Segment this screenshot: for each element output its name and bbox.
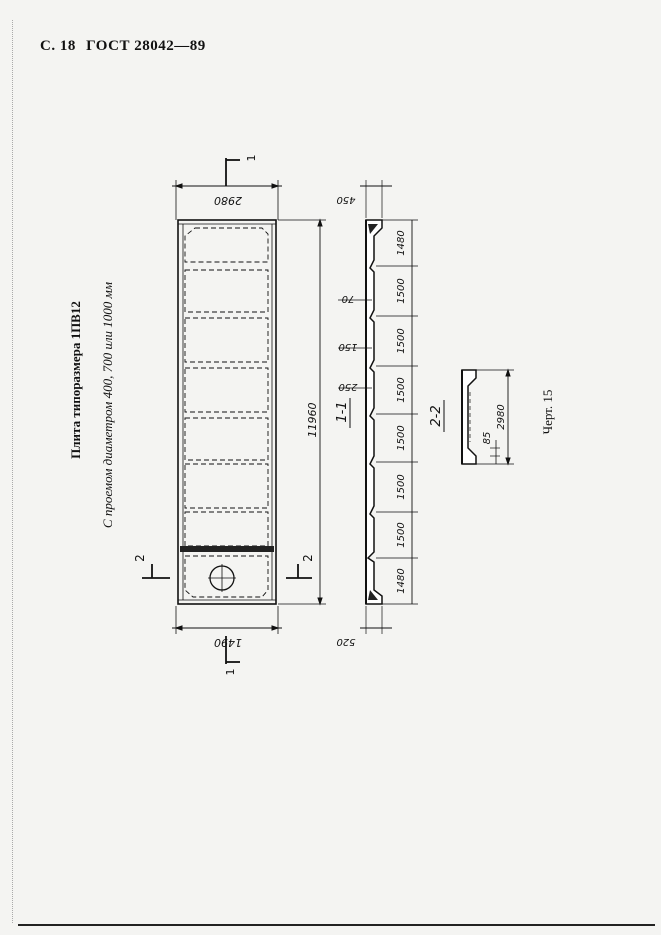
sec-step-3-label: 250 <box>338 381 357 392</box>
bottom-rule <box>18 924 655 926</box>
rib-dim-label: 1500 <box>396 377 407 402</box>
rib-dim-label: 1500 <box>396 522 407 547</box>
rib-dim-label: 1500 <box>396 474 407 499</box>
rib-dim-label: 1500 <box>396 328 407 353</box>
plan-width-top-label: 2980 <box>214 194 242 207</box>
plan-view <box>142 158 326 664</box>
cross-depth-label: 85 <box>482 432 493 445</box>
cut-2-right-label: 2 <box>301 554 315 562</box>
page-number: С. 18 <box>40 38 76 54</box>
sec-top-label: 450 <box>336 194 355 205</box>
section-1-1-label: 1-1 <box>335 401 350 422</box>
rib-dim-label: 1500 <box>396 425 407 450</box>
section-1-1-view <box>338 180 418 634</box>
section-2-2-label: 2-2 <box>429 405 444 426</box>
plan-width-bottom-label: 1490 <box>214 636 242 649</box>
sec-bottom-label: 520 <box>336 636 355 647</box>
page-header: С. 18 ГОСТ 28042—89 <box>40 38 212 55</box>
section-2-2-view <box>461 368 514 466</box>
figure-caption: Черт. 15 <box>540 390 555 435</box>
cut-1-top-label: 1 <box>245 155 258 162</box>
page-edge-mark <box>12 20 13 923</box>
standard-code: ГОСТ 28042—89 <box>86 38 206 54</box>
drawing-subtitle: С проемом диаметром 400, 700 или 1000 мм <box>100 282 115 528</box>
rib-dim-label: 1480 <box>396 230 407 255</box>
cut-1-bottom-label: 1 <box>224 669 237 676</box>
rib-dim-label: 1500 <box>396 278 407 303</box>
cross-width-label: 2980 <box>496 404 507 429</box>
plan-length-label: 11960 <box>306 403 319 438</box>
rib-dim-label: 1480 <box>396 568 407 593</box>
rib-dimension-labels: 1480 1500 1500 1500 1500 1500 1500 1480 <box>396 230 407 593</box>
drawing-title: Плита типоразмера 1ПВ12 <box>68 301 83 459</box>
sec-step-1-label: 70 <box>342 293 355 304</box>
cut-2-left-label: 2 <box>133 554 147 562</box>
sec-step-2-label: 150 <box>338 341 357 352</box>
